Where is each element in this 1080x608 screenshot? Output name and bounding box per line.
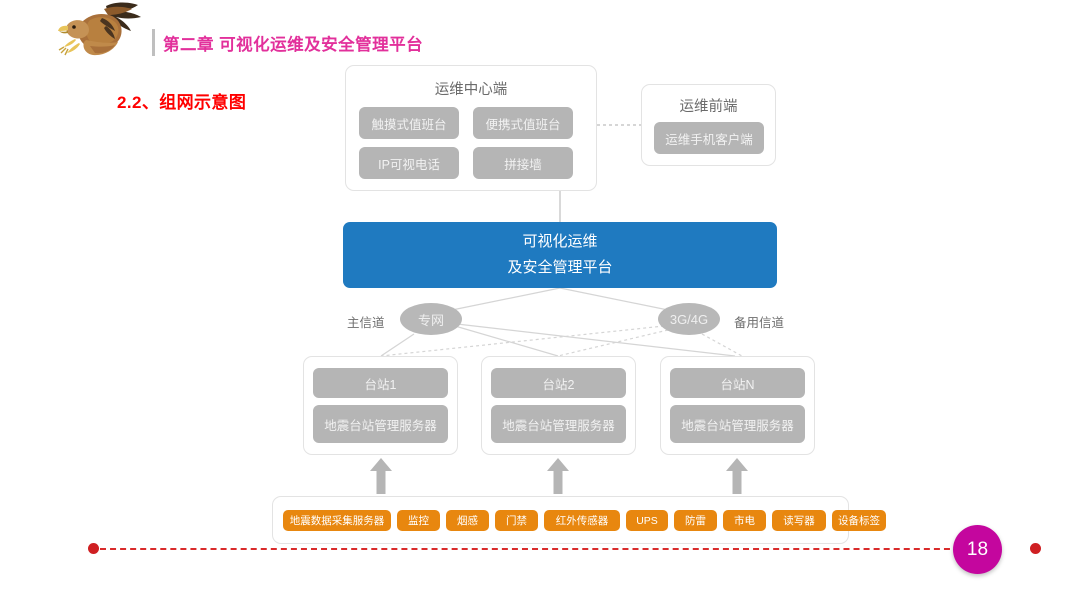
platform-box[interactable]: 可视化运维 及安全管理平台: [343, 222, 777, 288]
page-number-badge: 18: [953, 525, 1002, 574]
section-title: 2.2、组网示意图: [117, 93, 247, 112]
sensor-tag-device-label[interactable]: 设备标签: [832, 510, 886, 531]
backup-channel-label: 备用信道: [734, 316, 785, 330]
sensor-tag-ups[interactable]: UPS: [626, 510, 668, 531]
footer-dot-right: [1030, 543, 1041, 554]
sensor-tag-smoke-detector[interactable]: 烟感: [446, 510, 489, 531]
station-server-3[interactable]: 地震台站管理服务器: [670, 405, 805, 443]
platform-line-1: 可视化运维: [522, 232, 598, 250]
sensor-tag-mains-power[interactable]: 市电: [723, 510, 766, 531]
arrow-up-icon-1: [370, 458, 392, 494]
cellular-network-node[interactable]: 3G/4G: [658, 303, 720, 335]
footer-dot-left: [88, 543, 99, 554]
chip-mobile-client[interactable]: 运维手机客户端: [654, 122, 764, 154]
platform-line-2: 及安全管理平台: [507, 259, 613, 276]
ops-frontend-title: 运维前端: [679, 99, 738, 115]
chip-portable-console[interactable]: 便携式值班台: [473, 107, 573, 139]
station-server-2[interactable]: 地震台站管理服务器: [491, 405, 626, 443]
sensor-tag-data-collector[interactable]: 地震数据采集服务器: [283, 510, 391, 531]
sensor-tag-reader[interactable]: 读写器: [772, 510, 826, 531]
sensor-tag-access-control[interactable]: 门禁: [495, 510, 538, 531]
sensor-tag-lightning-protection[interactable]: 防雷: [674, 510, 717, 531]
header-divider: [152, 29, 155, 56]
arrow-up-icon-2: [547, 458, 569, 494]
sensor-tag-infrared-sensor[interactable]: 红外传感器: [544, 510, 620, 531]
arrow-up-icon-3: [726, 458, 748, 494]
eagle-logo-icon: [46, 0, 154, 60]
ops-center-title: 运维中心端: [434, 82, 508, 98]
station-name-2[interactable]: 台站2: [491, 368, 626, 398]
station-name-1[interactable]: 台站1: [313, 368, 448, 398]
footer-divider: [100, 548, 960, 550]
chip-ip-video-phone[interactable]: IP可视电话: [359, 147, 459, 179]
chip-video-wall[interactable]: 拼接墙: [473, 147, 573, 179]
private-network-node[interactable]: 专网: [400, 303, 462, 335]
station-name-3[interactable]: 台站N: [670, 368, 805, 398]
chip-touch-console[interactable]: 触摸式值班台: [359, 107, 459, 139]
sensor-tag-monitoring[interactable]: 监控: [397, 510, 440, 531]
chapter-title: 第二章 可视化运维及安全管理平台: [163, 36, 424, 54]
station-server-1[interactable]: 地震台站管理服务器: [313, 405, 448, 443]
primary-channel-label: 主信道: [347, 316, 385, 330]
